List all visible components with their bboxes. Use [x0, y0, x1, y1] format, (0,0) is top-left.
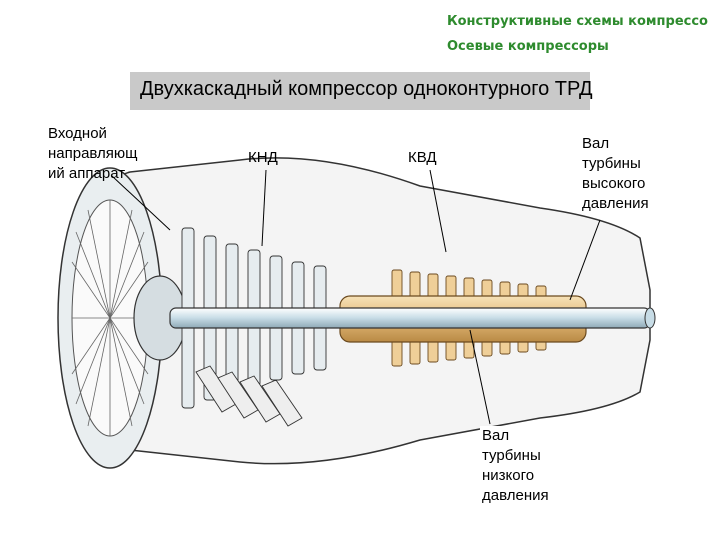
label-lpc: КНД [248, 149, 278, 166]
inlet-guide-vanes [71, 200, 149, 436]
label-hpc: КВД [408, 149, 437, 166]
label-hp-turbine-shaft: Вал турбины высокого давления [582, 135, 649, 212]
label-inlet-guide-vanes: Входной направляющ ий аппарат [48, 125, 138, 182]
leader-lines [111, 169, 601, 425]
lp-shaft [169, 307, 651, 329]
label-lp-turbine-shaft: Вал турбины низкого давления [480, 426, 551, 506]
header-line-1: Конструктивные схемы компрессо [447, 14, 708, 29]
diagram-title: Двухкаскадный компрессор одноконтурного … [140, 78, 593, 100]
header-line-2: Осевые компрессоры [447, 39, 609, 54]
lower-vanes [195, 365, 303, 427]
title-bar [130, 72, 590, 110]
